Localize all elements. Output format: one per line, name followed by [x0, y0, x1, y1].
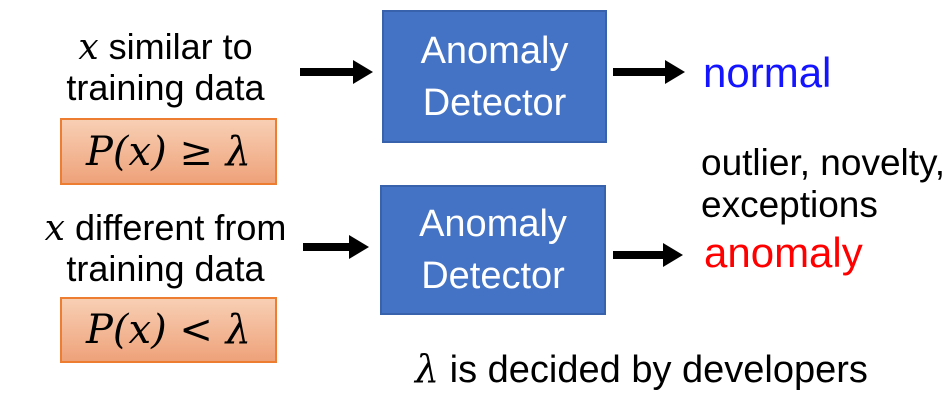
- condition-similar-line2: training data: [66, 67, 265, 108]
- detector-label-line1: Anomaly: [420, 29, 569, 72]
- math-variable-lambda: λ: [415, 347, 440, 391]
- result-synonyms-line2: exceptions: [701, 184, 878, 225]
- arrow-shaft: [303, 243, 353, 251]
- lambda-caption-rest: is decided by developers: [439, 349, 868, 391]
- arrow-head: [353, 60, 373, 84]
- arrow-shaft: [613, 68, 669, 76]
- arrow-head: [665, 60, 685, 84]
- arrow-right-icon: [300, 60, 373, 84]
- arrow-head: [349, 235, 369, 259]
- condition-different-line1-rest: different from: [64, 207, 287, 248]
- condition-different-line1: x different from: [33, 208, 298, 249]
- result-synonyms-line1: outlier, novelty,: [701, 142, 946, 183]
- math-variable-x: x: [78, 27, 99, 68]
- formula-p-ge-lambda: P(x) ≥ λ: [86, 128, 251, 175]
- arrow-head: [663, 243, 683, 267]
- condition-text-similar: x similar to training data: [33, 27, 298, 108]
- condition-similar-line1-rest: similar to: [98, 26, 253, 67]
- formula-box-p-ge-lambda: P(x) ≥ λ: [60, 118, 277, 185]
- formula-p-lt-lambda: P(x) < λ: [86, 307, 251, 353]
- anomaly-detector-box-top: Anomaly Detector: [382, 10, 607, 143]
- result-label-normal: normal: [703, 49, 832, 96]
- arrow-shaft: [300, 68, 357, 76]
- detector-label-line2: Detector: [422, 81, 567, 124]
- detector-label-line1: Anomaly: [419, 203, 567, 245]
- detector-label-line2: Detector: [421, 255, 565, 297]
- math-variable-x: x: [44, 208, 65, 249]
- anomaly-detector-box-bottom: Anomaly Detector: [380, 185, 606, 315]
- arrow-right-icon: [613, 60, 685, 84]
- condition-text-different: x different from training data: [33, 208, 298, 289]
- condition-similar-line1: x similar to: [33, 27, 298, 68]
- condition-different-line2: training data: [66, 248, 265, 289]
- arrow-shaft: [613, 251, 667, 259]
- result-synonyms-text: outlier, novelty, exceptions: [701, 142, 945, 226]
- arrow-right-icon: [303, 235, 369, 259]
- result-label-anomaly: anomaly: [704, 229, 863, 276]
- formula-box-p-lt-lambda: P(x) < λ: [60, 297, 277, 363]
- lambda-caption: λ is decided by developers: [415, 348, 868, 391]
- arrow-right-icon: [613, 243, 683, 267]
